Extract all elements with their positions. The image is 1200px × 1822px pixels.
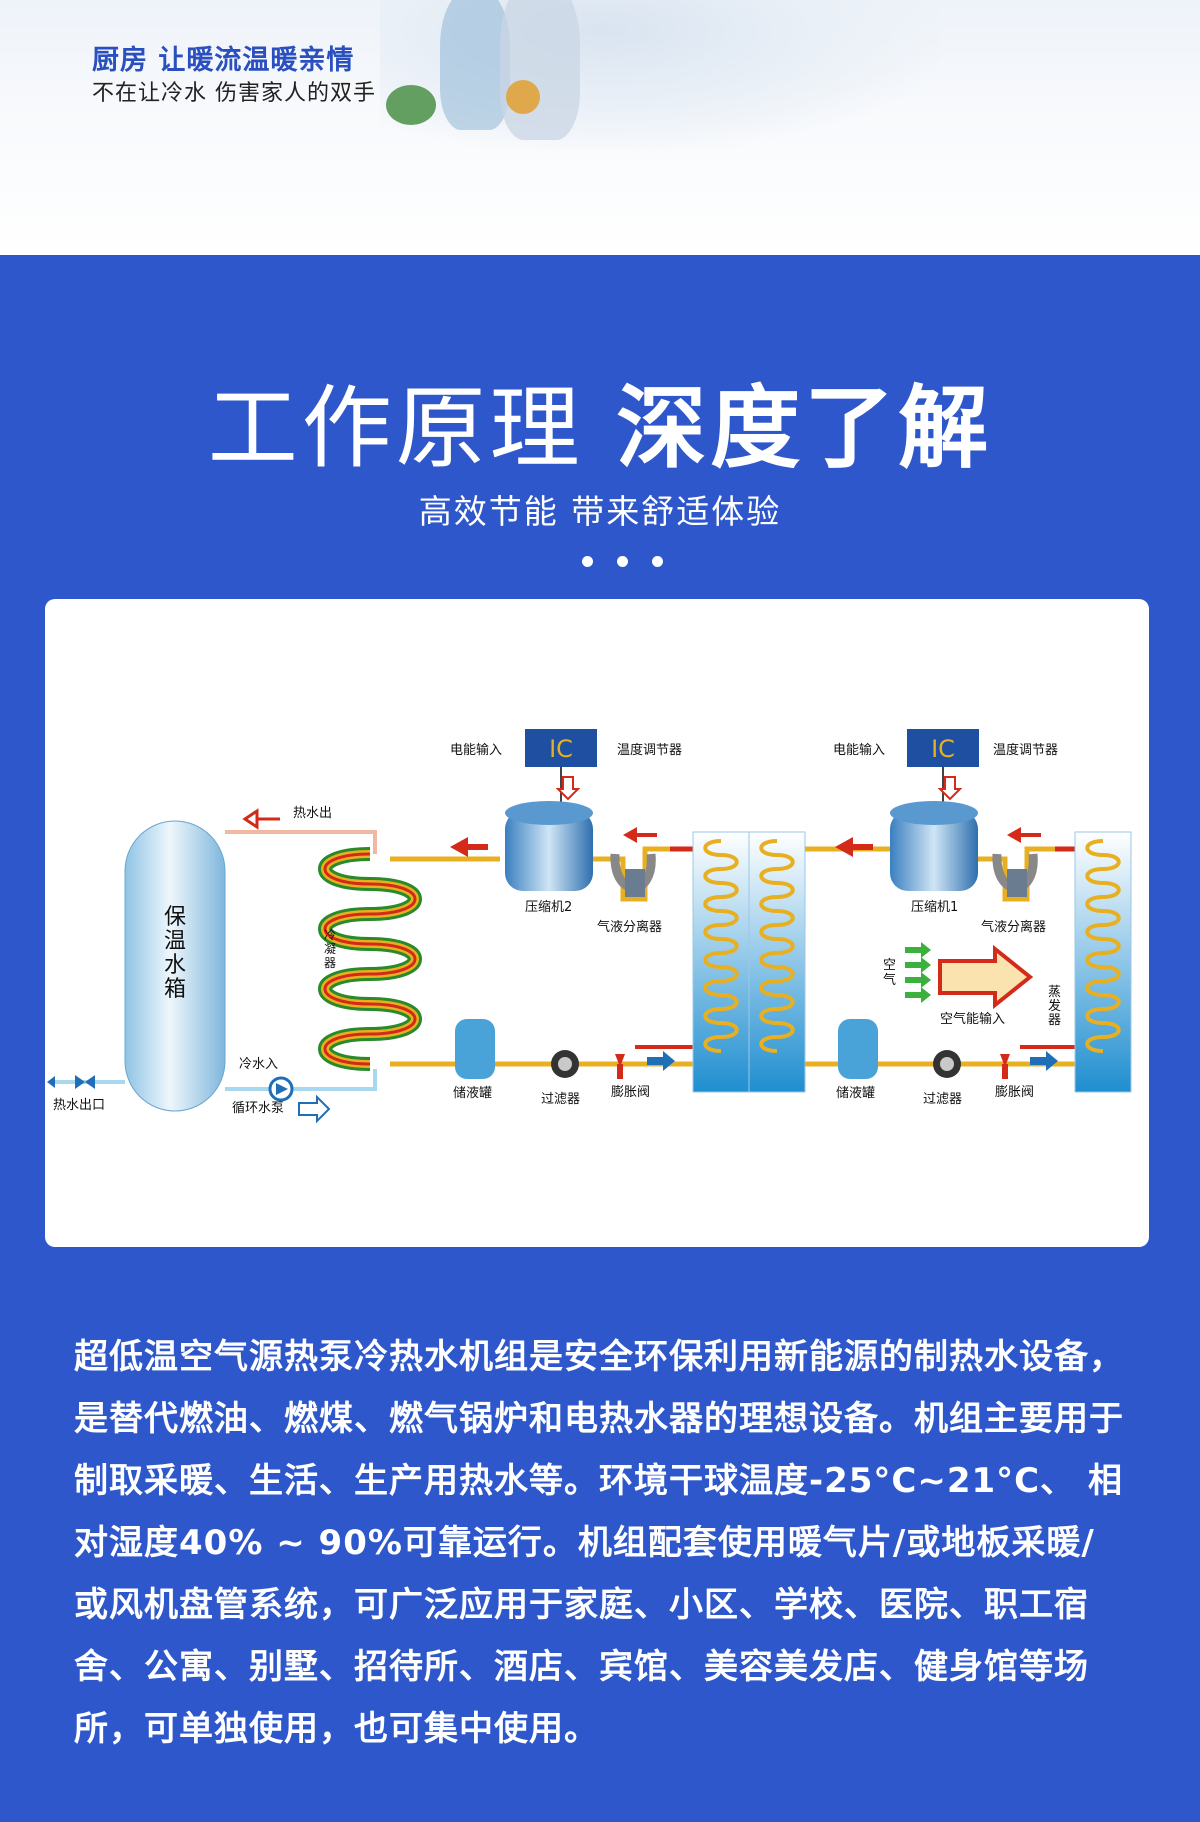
unit1-ic-box — [907, 729, 979, 767]
tank-label-3: 水 — [164, 953, 186, 978]
principle-section: 工作原理 深度了解 高效节能 带来舒适体验 保 温 — [0, 255, 1200, 1822]
evap1-box — [1074, 831, 1132, 1093]
unit1-filter-inner — [940, 1057, 954, 1071]
unit1-compressor — [890, 811, 978, 891]
dot — [582, 556, 593, 567]
section-title-bold: 深度了解 — [616, 376, 993, 481]
evaporator-unit-2 — [692, 831, 806, 1093]
hot-outlet-arrow — [47, 1076, 55, 1088]
air-input: 空 气 空气能输入 蒸 发 器 — [883, 942, 1061, 1028]
family-kitchen-photo — [380, 0, 940, 150]
outlet-valve-a — [75, 1075, 85, 1089]
unit-2: 电能输入 IC 温度调节器 压缩机2 气液分离器 储液罐 — [450, 729, 730, 1107]
section-title: 工作原理 深度了解 — [0, 355, 1200, 485]
water-tank: 保 温 水 箱 — [124, 820, 226, 1112]
air-arrow-1 — [905, 942, 931, 958]
top-banner: 厨房 让暖流温暖亲情 不在让冷水 伤害家人的双手 — [0, 0, 1200, 255]
unit1-sep-arrow — [1007, 827, 1041, 843]
air-arrow-2 — [905, 957, 931, 973]
hot-water-line — [225, 830, 377, 854]
unit2-expansion-label: 膨胀阀 — [611, 1085, 650, 1100]
unit2-compressor — [505, 811, 593, 891]
banner-title: 厨房 让暖流温暖亲情 — [92, 45, 355, 76]
tank-label-4: 箱 — [164, 977, 186, 1002]
pump-triangle — [276, 1083, 288, 1095]
flow-arrow-1 — [450, 837, 488, 857]
hot-water-outlet-label: 热水出口 — [53, 1098, 105, 1113]
unit-1: 电能输入 IC 温度调节器 压缩机1 气液分离器 储液罐 — [833, 729, 1113, 1107]
air-energy-input-label: 空气能输入 — [940, 1011, 1005, 1027]
unit2-power-input: 电能输入 — [450, 742, 502, 758]
dots-divider — [570, 552, 675, 571]
evaporator-unit-1 — [1074, 831, 1132, 1093]
unit1-separator — [1007, 869, 1027, 897]
unit2-receiver-label: 储液罐 — [453, 1086, 492, 1101]
hot-water-out-label: 热水出 — [293, 806, 332, 821]
tank-label-2: 温 — [164, 929, 186, 954]
unit2-sep-arrow — [623, 827, 657, 843]
evap2-coil-b — [759, 839, 795, 1053]
unit2-blue-arrow — [647, 1051, 675, 1071]
condenser-label-3: 器 — [324, 956, 336, 970]
air-arrow-3 — [905, 972, 931, 988]
unit2-ic-box — [525, 729, 597, 767]
unit2-compressor-label: 压缩机2 — [525, 899, 572, 915]
unit1-filter-label: 过滤器 — [923, 1092, 962, 1107]
air-label-1: 空 — [883, 958, 896, 973]
condenser-label-1: 冷 — [324, 928, 336, 942]
hot-out-arrow-head — [242, 808, 259, 830]
description-text: 超低温空气源热泵冷热水机组是安全环保利用新能源的制热水设备，是替代燃油、燃煤、燃… — [74, 1337, 1124, 1749]
outlet-valve-b — [85, 1075, 95, 1089]
diagram-card: 保 温 水 箱 热水出 冷水入 循环水泵 热水出口 — [45, 599, 1149, 1247]
unit2-separator — [625, 869, 645, 897]
cold-in-arrow — [298, 1094, 331, 1124]
cold-water-in-label: 冷水入 — [239, 1057, 278, 1072]
unit1-expansion-valve — [1000, 1054, 1010, 1067]
dot — [652, 556, 663, 567]
unit2-ic-label: IC — [549, 735, 573, 763]
unit1-receiver — [838, 1019, 878, 1079]
evaporator-label-3: 器 — [1048, 1013, 1061, 1028]
unit1-compressor-top — [890, 801, 978, 825]
unit2-valve-stem — [617, 1064, 623, 1079]
unit2-temp-controller: 温度调节器 — [617, 742, 682, 758]
evaporator-label-2: 发 — [1048, 998, 1061, 1014]
unit2-down-arrow — [555, 776, 581, 801]
unit2-compressor-top — [505, 801, 593, 825]
unit1-compressor-label: 压缩机1 — [911, 899, 958, 915]
air-energy-arrow — [938, 944, 1034, 1010]
air-arrow-4 — [905, 987, 931, 1003]
air-label-2: 气 — [883, 972, 896, 988]
unit1-blue-arrow — [1030, 1051, 1058, 1071]
flow-arrow-2 — [835, 837, 873, 857]
section-subtitle: 高效节能 带来舒适体验 — [418, 492, 782, 531]
unit2-filter-inner — [558, 1057, 572, 1071]
evap2-coil-a — [703, 839, 739, 1053]
unit2-expansion-valve — [615, 1054, 625, 1067]
unit2-separator-label: 气液分离器 — [597, 919, 662, 935]
unit1-valve-stem — [1002, 1064, 1008, 1079]
pump-to-condenser-line — [295, 1069, 377, 1091]
dot — [617, 556, 628, 567]
unit1-power-input: 电能输入 — [833, 742, 885, 758]
circulation-pump-label: 循环水泵 — [232, 1101, 284, 1116]
unit1-separator-label: 气液分离器 — [981, 919, 1046, 935]
unit1-ic-label: IC — [931, 735, 955, 763]
evaporator-label-1: 蒸 — [1048, 985, 1061, 1000]
heat-pump-diagram: 保 温 水 箱 热水出 冷水入 循环水泵 热水出口 — [47, 729, 1132, 1124]
unit1-temp-controller: 温度调节器 — [993, 742, 1058, 758]
unit1-down-arrow — [937, 776, 963, 801]
unit2-filter-label: 过滤器 — [541, 1092, 580, 1107]
banner-subtitle: 不在让冷水 伤害家人的双手 — [92, 81, 376, 106]
unit1-expansion-label: 膨胀阀 — [995, 1085, 1034, 1100]
unit1-receiver-label: 储液罐 — [836, 1086, 875, 1101]
tank-label-1: 保 — [164, 905, 186, 930]
section-title-light: 工作原理 — [207, 376, 584, 481]
condenser-coil — [318, 847, 422, 1071]
condenser-label-2: 凝 — [324, 941, 336, 956]
unit2-receiver — [455, 1019, 495, 1079]
evap1-coil — [1085, 839, 1121, 1053]
